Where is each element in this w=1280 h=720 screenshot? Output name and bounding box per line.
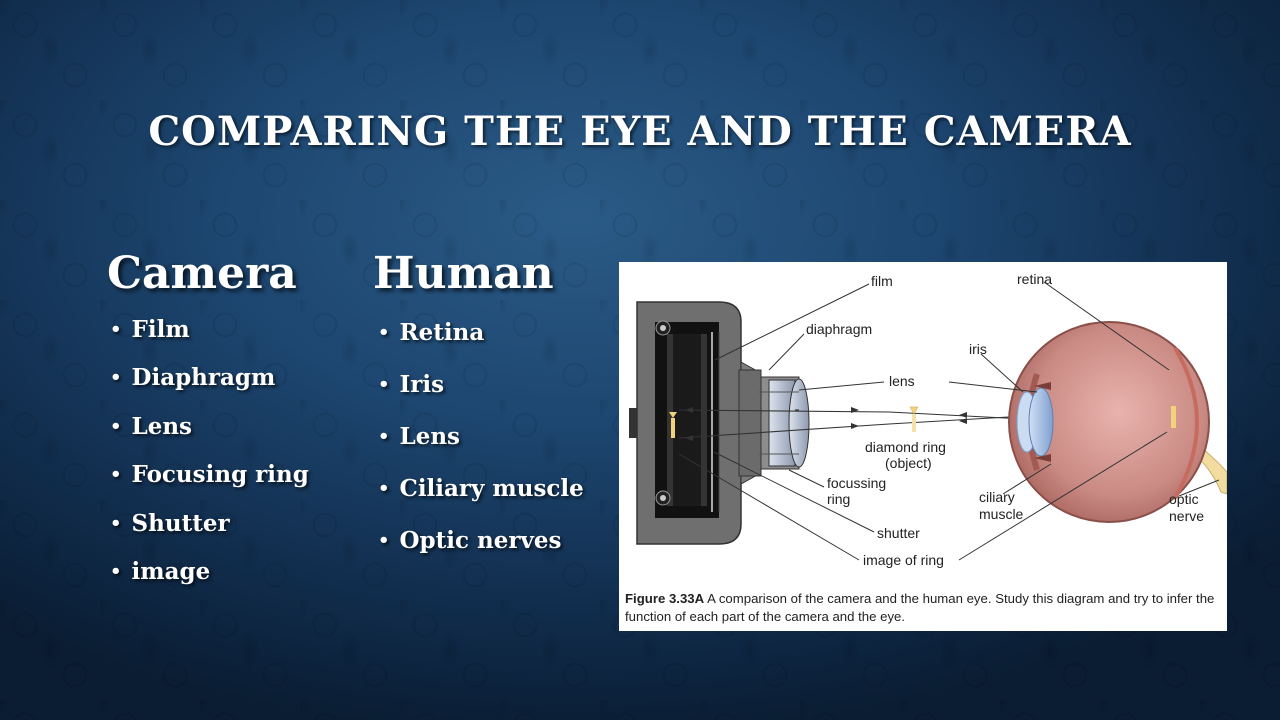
list-item: •Shutter bbox=[110, 509, 230, 537]
list-item: •Diaphragm bbox=[110, 364, 276, 392]
list-item: •Lens bbox=[378, 422, 460, 450]
list-item: •Lens bbox=[110, 412, 192, 440]
camera-heading: Camera bbox=[107, 248, 297, 299]
bullet-icon: • bbox=[110, 318, 122, 340]
caption-text: A comparison of the camera and the human… bbox=[625, 591, 1215, 624]
label-retina: retina bbox=[1017, 271, 1052, 287]
bullet-icon: • bbox=[378, 529, 390, 551]
bullet-icon: • bbox=[378, 425, 390, 447]
label-iris: iris bbox=[969, 341, 987, 357]
list-item: •Optic nerves bbox=[378, 526, 562, 554]
bullet-icon: • bbox=[110, 464, 122, 486]
list-item: •Iris bbox=[378, 370, 445, 398]
diamond-ring-object bbox=[909, 406, 919, 432]
leader-lines bbox=[678, 281, 1220, 561]
label-ciliary: ciliary bbox=[979, 489, 1015, 505]
bullet-icon: • bbox=[110, 561, 122, 583]
bullet-icon: • bbox=[378, 321, 390, 343]
slide-title: COMPARING THE EYE AND THE CAMERA bbox=[148, 108, 1132, 155]
label-optic: optic bbox=[1169, 491, 1199, 507]
bullet-icon: • bbox=[110, 367, 122, 389]
camera-body bbox=[629, 301, 810, 545]
label-ring: ring bbox=[827, 491, 850, 507]
label-muscle: muscle bbox=[979, 506, 1024, 522]
eye-camera-figure: film retina diaphragm iris lens diamond … bbox=[619, 262, 1227, 631]
label-object: (object) bbox=[885, 455, 932, 471]
caption-label: Figure 3.33A bbox=[625, 591, 705, 606]
label-image-of-ring: image of ring bbox=[863, 552, 944, 568]
label-diaphragm: diaphragm bbox=[806, 321, 872, 337]
camera-list: •Film •Diaphragm •Lens •Focusing ring •S… bbox=[110, 305, 309, 596]
label-nerve: nerve bbox=[1169, 508, 1204, 524]
list-item: •Retina bbox=[378, 318, 485, 346]
human-list: •Retina •Iris •Lens •Ciliary muscle •Opt… bbox=[378, 306, 584, 566]
list-item: •image bbox=[110, 558, 211, 586]
figure-caption: Figure 3.33A A comparison of the camera … bbox=[625, 590, 1221, 626]
eye-camera-diagram: film retina diaphragm iris lens diamond … bbox=[629, 271, 1227, 568]
eye-drawing bbox=[1008, 321, 1227, 523]
bullet-icon: • bbox=[110, 415, 122, 437]
label-shutter: shutter bbox=[877, 525, 920, 541]
list-item: •Ciliary muscle bbox=[378, 474, 584, 502]
label-film: film bbox=[871, 273, 893, 289]
bullet-icon: • bbox=[110, 512, 122, 534]
bullet-icon: • bbox=[378, 477, 390, 499]
list-item: •Film bbox=[110, 315, 190, 343]
label-lens: lens bbox=[889, 373, 915, 389]
bullet-icon: • bbox=[378, 373, 390, 395]
label-diamond-ring: diamond ring bbox=[865, 439, 946, 455]
label-focussing: focussing bbox=[827, 475, 886, 491]
list-item: •Focusing ring bbox=[110, 461, 309, 489]
human-heading: Human bbox=[373, 248, 554, 299]
